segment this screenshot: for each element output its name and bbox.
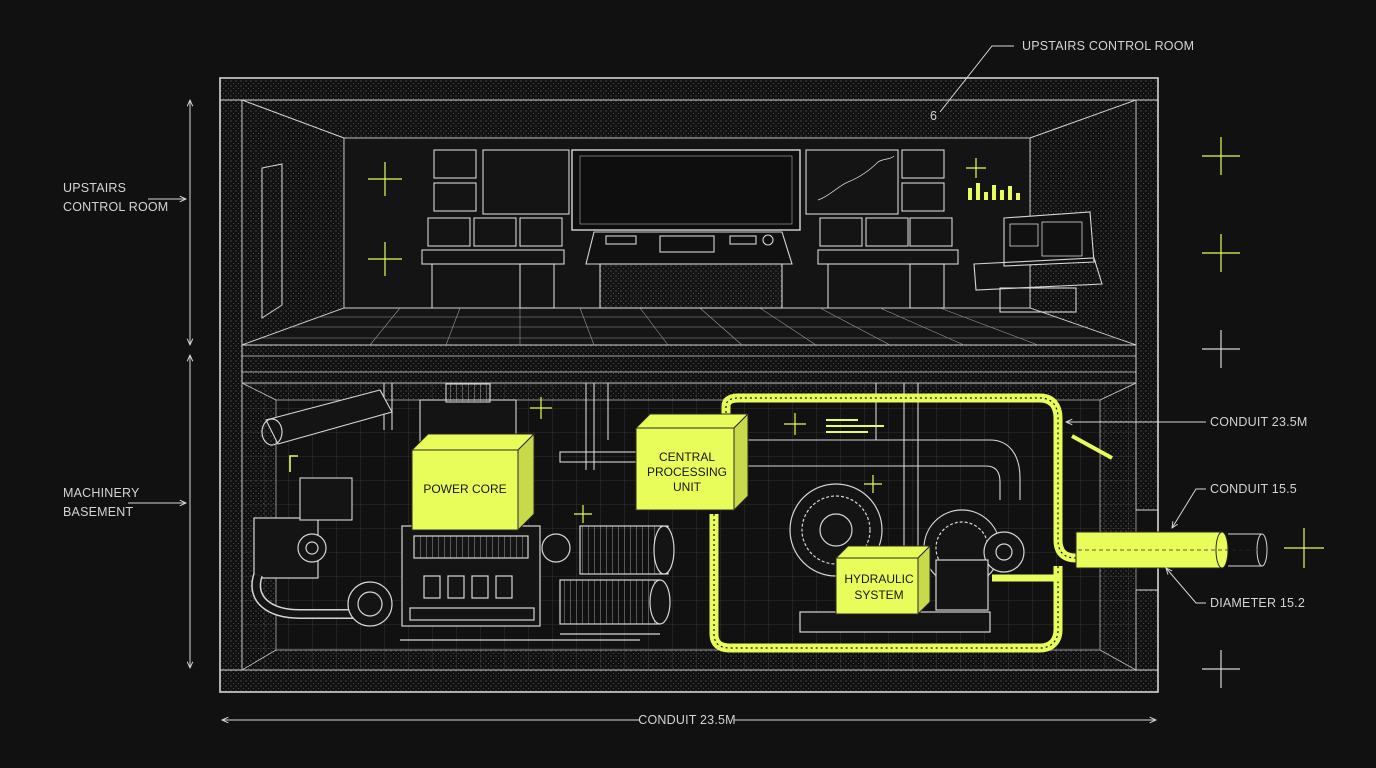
engine-block — [400, 525, 640, 641]
cpu-label-line2: PROCESSING — [647, 465, 727, 479]
control-room — [241, 99, 1137, 346]
motors — [541, 525, 675, 635]
conduit-small-label: CONDUIT 15.5 — [1210, 482, 1297, 496]
machinery-basement: POWER CORE CENTRAL PROCESSING UNIT HYDRA… — [240, 382, 1268, 671]
overhead-pipe — [261, 389, 393, 446]
building-shell — [219, 77, 1159, 693]
basement-label-line1: MACHINERY — [63, 486, 140, 500]
labels: UPSTAIRS CONTROL ROOM 6 UPSTAIRS CONTROL… — [63, 39, 1308, 727]
callout-upstairs-control-room: UPSTAIRS CONTROL ROOM — [1022, 39, 1194, 53]
callout-marker-number: 6 — [930, 109, 937, 123]
cpu-label-line3: UNIT — [673, 480, 702, 494]
crosshair-markers — [368, 137, 1324, 688]
upper-room-label-line1: UPSTAIRS — [63, 181, 126, 195]
upper-room-label-line2: CONTROL ROOM — [63, 200, 168, 214]
conduit-length-right-label: CONDUIT 23.5M — [1210, 415, 1308, 429]
turbines — [789, 483, 1025, 633]
power-core-label: POWER CORE — [423, 482, 506, 496]
yellow-conduit — [709, 393, 1268, 653]
power-core-box: POWER CORE — [410, 432, 536, 532]
hydraulic-label-line2: SYSTEM — [854, 588, 903, 602]
hydraulic-box: HYDRAULIC SYSTEM — [834, 544, 932, 616]
cpu-label-line1: CENTRAL — [659, 450, 715, 464]
bottom-dimension-label: CONDUIT 23.5M — [638, 713, 736, 727]
basement-label-line2: BASEMENT — [63, 505, 134, 519]
cpu-box: CENTRAL PROCESSING UNIT — [634, 412, 750, 512]
diameter-label: DIAMETER 15.2 — [1210, 596, 1305, 610]
dimension-lines — [128, 45, 1206, 720]
hydraulic-label-line1: HYDRAULIC — [844, 572, 914, 586]
